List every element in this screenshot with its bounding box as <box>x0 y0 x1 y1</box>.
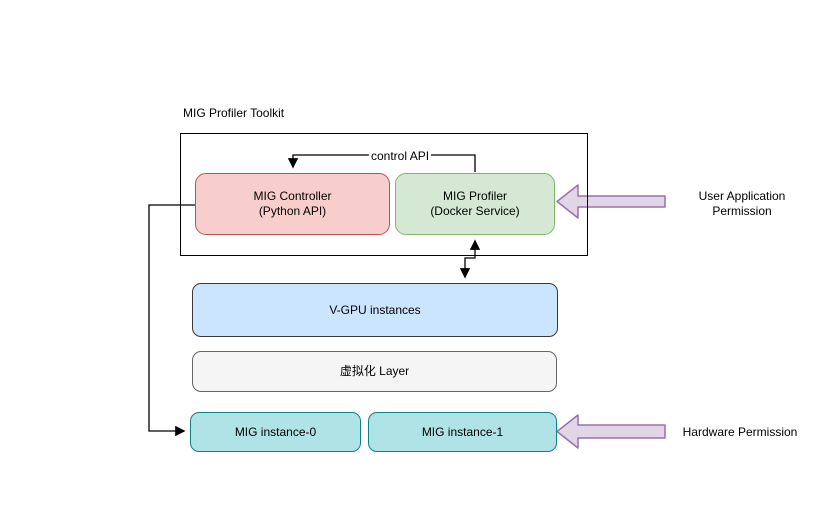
control-api-edge-label: control API <box>369 149 432 163</box>
node-virtualization-layer: 虚拟化 Layer <box>192 351 557 392</box>
virtualization-layer-label: 虚拟化 Layer <box>339 364 410 378</box>
user-permission-annotation-line1: User Application <box>698 189 786 203</box>
mig-profiler-label-line2: (Docker Service) <box>430 204 520 218</box>
mig-profiler-label-line1: MIG Profiler <box>442 189 507 203</box>
hardware-permission-annotation: Hardware Permission <box>660 425 820 440</box>
mig-instance-1-label: MIG instance-1 <box>421 424 504 439</box>
node-mig-controller: MIG Controller (Python API) <box>195 173 390 235</box>
node-mig-profiler: MIG Profiler (Docker Service) <box>395 173 555 235</box>
toolkit-boundary-box <box>180 133 588 256</box>
node-vgpu-instances: V-GPU instances <box>192 283 558 337</box>
node-mig-instance-0: MIG instance-0 <box>190 412 361 452</box>
mig-instance-0-label: MIG instance-0 <box>234 424 317 439</box>
hardware-permission-annotation-label: Hardware Permission <box>682 425 798 439</box>
hardware-permission-arrow <box>556 414 666 449</box>
vgpu-instances-label: V-GPU instances <box>329 302 421 317</box>
mig-controller-label-line1: MIG Controller <box>253 189 332 203</box>
toolkit-group-title: MIG Profiler Toolkit <box>183 106 285 120</box>
mig-controller-label-line2: (Python API) <box>258 204 327 218</box>
user-permission-annotation-line2: Permission <box>712 204 772 218</box>
node-mig-instance-1: MIG instance-1 <box>368 412 557 452</box>
user-permission-annotation: User Application Permission <box>667 189 817 219</box>
